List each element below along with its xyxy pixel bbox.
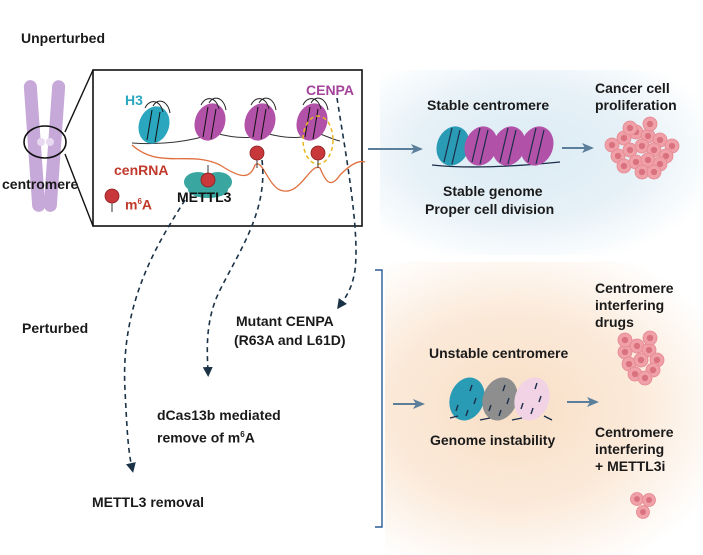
cell-nucleus bbox=[634, 496, 640, 502]
small-cell-cluster-icon bbox=[630, 492, 656, 519]
cell-nucleus bbox=[631, 370, 639, 378]
chromosome-icon bbox=[23, 80, 67, 212]
drug2-line1: Centromere bbox=[595, 424, 674, 440]
m6a-tail: A bbox=[141, 196, 153, 213]
centromere-label: centromere bbox=[2, 176, 79, 192]
cell-nucleus bbox=[621, 348, 629, 356]
h3-label: H3 bbox=[125, 92, 143, 108]
cell-nucleus bbox=[662, 152, 670, 160]
unstable-nucleosome-array-icon bbox=[449, 377, 553, 421]
m6a-marker-icon bbox=[310, 145, 326, 168]
cell-nucleus bbox=[650, 168, 658, 176]
proliferation-line2: proliferation bbox=[595, 97, 677, 113]
drug1-line3: drugs bbox=[595, 314, 634, 330]
cell-nucleus bbox=[637, 356, 645, 364]
proper-division-label: Proper cell division bbox=[425, 201, 555, 217]
drug2-line3: + METTL3i bbox=[595, 458, 666, 474]
dcas-sup: 6 bbox=[240, 430, 245, 439]
cell-nucleus bbox=[646, 120, 654, 128]
mutant-cenpa-detail: (R63A and L61D) bbox=[234, 332, 346, 348]
cell-nucleus bbox=[638, 142, 646, 150]
mettl3-label: METTL3 bbox=[177, 189, 232, 205]
zoom-line-top bbox=[64, 69, 94, 133]
m6a-base: m bbox=[125, 196, 138, 213]
cancer-cell-cluster-icon bbox=[604, 116, 680, 180]
cenrna-strand bbox=[131, 144, 366, 192]
cell-nucleus bbox=[620, 134, 628, 142]
drug-cell-cluster-icon bbox=[617, 330, 665, 386]
perturbed-heading: Perturbed bbox=[22, 320, 89, 336]
cell-nucleus bbox=[641, 374, 649, 382]
cenrna-label: cenRNA bbox=[114, 162, 169, 178]
cell-nucleus bbox=[626, 146, 634, 154]
unstable-centromere-title: Unstable centromere bbox=[429, 345, 569, 361]
cell-nucleus bbox=[646, 334, 654, 342]
drug2-line2: interfering bbox=[595, 441, 665, 457]
drug1-line2: interfering bbox=[595, 297, 665, 313]
proliferation-line1: Cancer cell bbox=[595, 80, 670, 96]
cenpa-nucleosome-icon bbox=[244, 97, 277, 141]
cell-nucleus bbox=[656, 136, 664, 144]
cell-nucleus bbox=[653, 356, 661, 364]
dcas-base: remove of m bbox=[157, 429, 241, 446]
cell-nucleus bbox=[620, 162, 628, 170]
cell-nucleus bbox=[633, 342, 641, 350]
m6a-legend-icon bbox=[104, 188, 120, 212]
cell-nucleus bbox=[625, 360, 633, 368]
dashed-arrow-dcas13b bbox=[202, 159, 264, 377]
dcas-tail: A bbox=[244, 429, 255, 446]
cell-nucleus bbox=[650, 146, 658, 154]
cenpa-nucleosome-icon bbox=[194, 97, 227, 141]
cell-nucleus bbox=[644, 156, 652, 164]
cell-nucleus bbox=[614, 152, 622, 160]
m6a-legend-label: m6A bbox=[125, 193, 152, 214]
perturbation-bracket bbox=[375, 269, 383, 528]
centromere-circle bbox=[23, 125, 67, 159]
mettl3-complex-icon bbox=[184, 165, 232, 198]
cell-nucleus bbox=[640, 509, 646, 515]
cell-nucleus bbox=[649, 366, 657, 374]
cell-nucleus bbox=[644, 132, 652, 140]
stable-centromere-title: Stable centromere bbox=[427, 97, 550, 113]
m6a-sup: 6 bbox=[137, 197, 142, 206]
mutant-cenpa-label: Mutant CENPA bbox=[236, 313, 334, 329]
dcas13b-label: dCas13b mediated bbox=[157, 407, 281, 423]
genome-instability-label: Genome instability bbox=[430, 432, 556, 448]
stable-nucleosome-array-icon bbox=[431, 126, 561, 168]
dcas13b-detail: remove of m6A bbox=[157, 426, 255, 447]
cell-nucleus bbox=[632, 158, 640, 166]
dashed-arrow-mettl3-removal bbox=[123, 199, 186, 473]
cell-nucleus bbox=[608, 141, 616, 149]
cenpa-label: CENPA bbox=[306, 82, 354, 98]
cell-nucleus bbox=[626, 124, 634, 132]
dashed-arrow-mutant-cenpa bbox=[336, 97, 357, 310]
cell-nucleus bbox=[656, 160, 664, 168]
drug1-line1: Centromere bbox=[595, 280, 674, 296]
h3-nucleosome-icon bbox=[138, 100, 171, 144]
mettl3-removal-label: METTL3 removal bbox=[92, 494, 205, 510]
cell-nucleus bbox=[645, 346, 653, 354]
zoom-line-bottom bbox=[64, 153, 94, 227]
stable-genome-label: Stable genome bbox=[443, 183, 543, 199]
cell-nucleus bbox=[668, 142, 676, 150]
m6a-marker-icon bbox=[249, 145, 265, 168]
cell-nucleus bbox=[638, 168, 646, 176]
unperturbed-heading: Unperturbed bbox=[21, 30, 105, 46]
cell-nucleus bbox=[646, 497, 652, 503]
cell-nucleus bbox=[621, 336, 629, 344]
